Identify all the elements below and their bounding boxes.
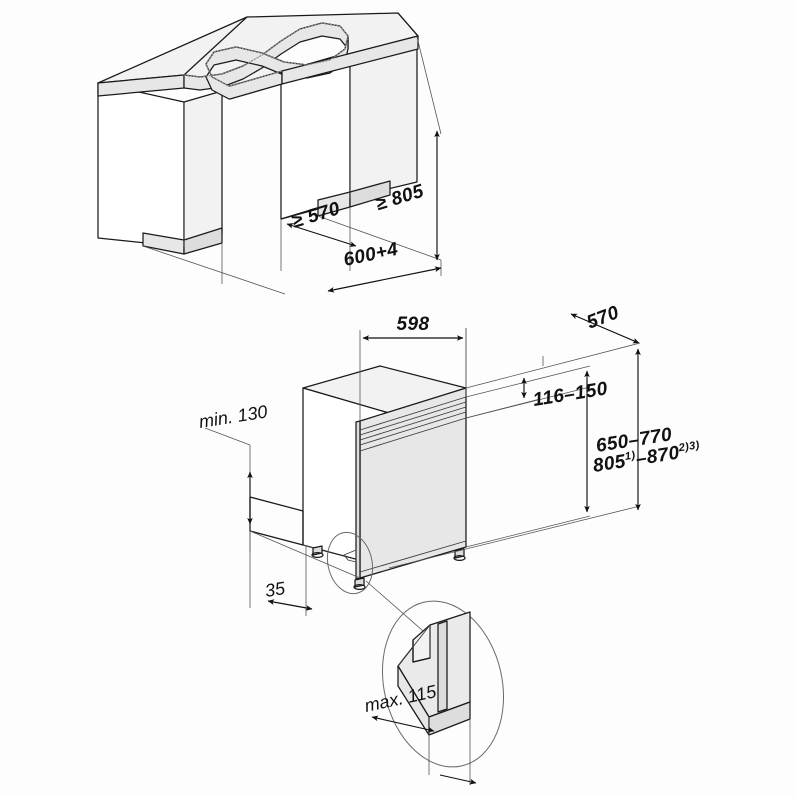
- label-total-height-sup-hi: 2)3): [677, 439, 701, 454]
- dimline-plinth-offset: [267, 599, 313, 611]
- helper-panelheight-bottom: [465, 515, 591, 548]
- right-cabinet: [280, 36, 418, 220]
- label-appliance-width: 598: [397, 314, 430, 335]
- top-view-dimensions: ≥ 805 ≥ 570 600+4: [142, 36, 442, 295]
- callout-leader: [365, 580, 431, 638]
- appliance-panel-edge: [355, 420, 361, 580]
- label-total-height-lo: 805: [591, 451, 627, 477]
- small-detail-notch: [343, 549, 357, 563]
- ext-height-top: [416, 36, 442, 135]
- helper-totalheight-bottom: [388, 505, 641, 569]
- label-total-height: 8051)–8702)3): [591, 439, 701, 477]
- helper-panelgap-top: [465, 365, 591, 398]
- detail-panel-blade: [437, 620, 448, 713]
- worktop-slab: [97, 12, 419, 100]
- leader-min130: [204, 427, 251, 446]
- label-plinth-offset: 35: [263, 578, 287, 601]
- small-detail-bubble: [326, 531, 374, 595]
- helper-panelheight-top: [465, 386, 591, 419]
- dimline-plinth-max-lower: [439, 774, 477, 785]
- dimline-niche-width: [327, 266, 442, 293]
- dimline-plinth-max: [371, 715, 435, 733]
- dishwasher-assembly: [249, 365, 467, 591]
- ext-width-base: [142, 245, 286, 295]
- label-total-height-hi: 870: [645, 443, 681, 469]
- door-bottom-rail: [359, 540, 467, 573]
- dimline-niche-depth: [286, 223, 357, 247]
- left-cabinet: [97, 82, 223, 255]
- control-panel-strip: [359, 396, 467, 452]
- dimline-appliance-depth: [570, 313, 640, 344]
- helper-top-to-dims: [465, 342, 641, 389]
- label-total-height-sup-lo: 1): [624, 449, 636, 463]
- label-total-height-dash: –: [634, 448, 648, 470]
- top-cabinet-assembly: [97, 12, 419, 255]
